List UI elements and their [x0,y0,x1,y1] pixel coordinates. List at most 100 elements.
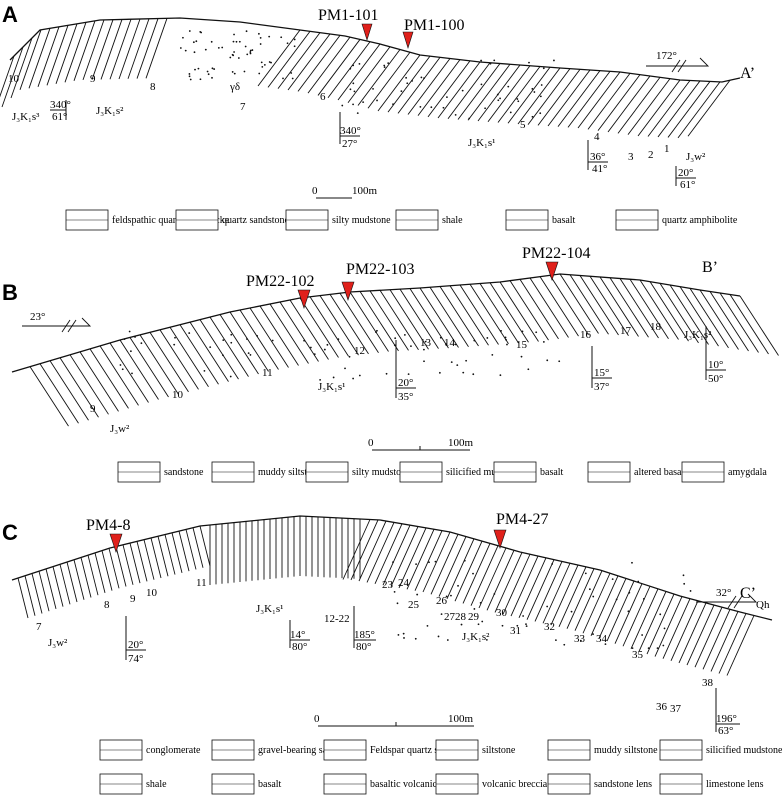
bedding-line [59,564,71,605]
bedding-line [337,43,381,101]
bedding-line [670,600,699,661]
pattern-dot [231,53,234,56]
pattern-dot [392,103,394,106]
bedding-line [192,527,204,568]
sample-point-pm4-27[interactable]: PM4-27 [493,511,548,549]
bedding-line [136,18,159,79]
unit-number: 35 [632,649,644,661]
pattern-dot [352,64,355,67]
sample-point-pm4-8[interactable]: PM4-8 [86,517,130,553]
pattern-dot [520,355,523,358]
svg-text:37°: 37° [594,381,609,393]
pattern-dot [439,336,442,339]
bedding-line [710,611,739,672]
bedding-line [357,49,401,106]
bedding-line [259,305,299,366]
legend-label: altered basalt [634,467,687,478]
attitude-symbol: 20° 35° [395,340,416,403]
bedding-line [509,280,549,341]
bedding-line [679,286,719,347]
bedding-line [157,536,169,577]
pattern-dot [397,633,400,636]
pattern-dot [353,90,356,93]
bedding-line [439,286,479,347]
attitude-group-a: 340° 61° 340° 27° 36° 41° 20° 61° [50,99,696,191]
bedding-line [73,559,85,600]
bedding-line [39,363,79,424]
legend-item: shale [395,209,463,231]
bedding-line [115,546,127,587]
bedding-line [327,41,371,98]
pattern-dot [689,590,692,592]
bedding-line [94,552,106,594]
pattern-dot [392,561,394,564]
sample-point-pm1-101[interactable]: PM1-101 [318,7,378,42]
pattern-dot [540,84,543,86]
pattern-dot [358,62,361,65]
svg-text:80°: 80° [356,641,371,653]
sample-point-pm22-104[interactable]: PM22-104 [522,245,590,281]
pattern-dot [184,49,187,52]
pattern-dot [637,580,640,583]
legend-label: siltstone [482,745,516,756]
pattern-dot [631,561,633,564]
pattern-dot [387,62,390,65]
bedding-line [299,297,339,358]
bedding-line [429,287,469,347]
attitude-symbol: 36° 41° [587,140,608,175]
pattern-dot [188,30,191,32]
pattern-dot [203,369,206,372]
legend-item: Feldspar quartz sandstone [323,739,474,761]
pattern-dot [584,572,587,575]
bedding-line [719,292,759,353]
pattern-dot [376,99,378,102]
pattern-dot [546,605,549,608]
pattern-dot [358,374,361,377]
pattern-dot [119,364,122,366]
sample-point-pm22-103[interactable]: PM22-103 [341,261,414,301]
svg-text:340°: 340° [340,125,361,137]
pattern-dot [535,331,538,334]
pattern-dot [313,353,316,356]
legend-label: quartz sandstone [222,215,289,226]
pattern-dot [230,333,233,336]
pattern-dot [210,40,213,43]
sample-point-label: PM4-8 [86,517,130,534]
sample-point-pm1-100[interactable]: PM1-100 [402,17,464,50]
bedding-line [470,545,499,606]
pattern-dot [375,331,377,334]
pattern-dot [570,610,573,613]
pattern-dot [174,336,176,339]
pattern-dot [123,338,126,341]
bedding-line [406,529,435,590]
bedding-line [108,548,120,589]
bedding-line [597,74,641,131]
unit-number: 1 [664,143,670,155]
pattern-dot [352,82,355,85]
bedding-line [494,552,523,613]
bedding-line [739,295,779,356]
bedding-line [150,537,162,579]
pattern-dot [480,83,483,86]
pattern-dot [493,59,496,62]
bedding-line [55,23,78,84]
unit-number: 32 [544,621,555,633]
pattern-dot [270,61,272,64]
unit-number: 3 [628,151,634,163]
pattern-dot [484,107,487,110]
bedding-line [587,73,631,130]
pattern-dot [244,45,247,48]
bedding-line [654,596,683,657]
pattern-dot [393,590,396,593]
azimuth-label: 23° [30,311,45,323]
pattern-dot [419,106,422,108]
bedding-line [317,39,361,96]
pattern-dot [222,354,224,357]
unit-number: 11 [196,577,207,589]
pattern-dot [531,87,534,90]
formation-label: J₃K₁s¹ [318,381,345,393]
unit-number: 9 [90,73,96,85]
sample-point-pm22-102[interactable]: PM22-102 [246,273,314,309]
pattern-dot [257,32,260,35]
bedding-line [462,543,491,604]
